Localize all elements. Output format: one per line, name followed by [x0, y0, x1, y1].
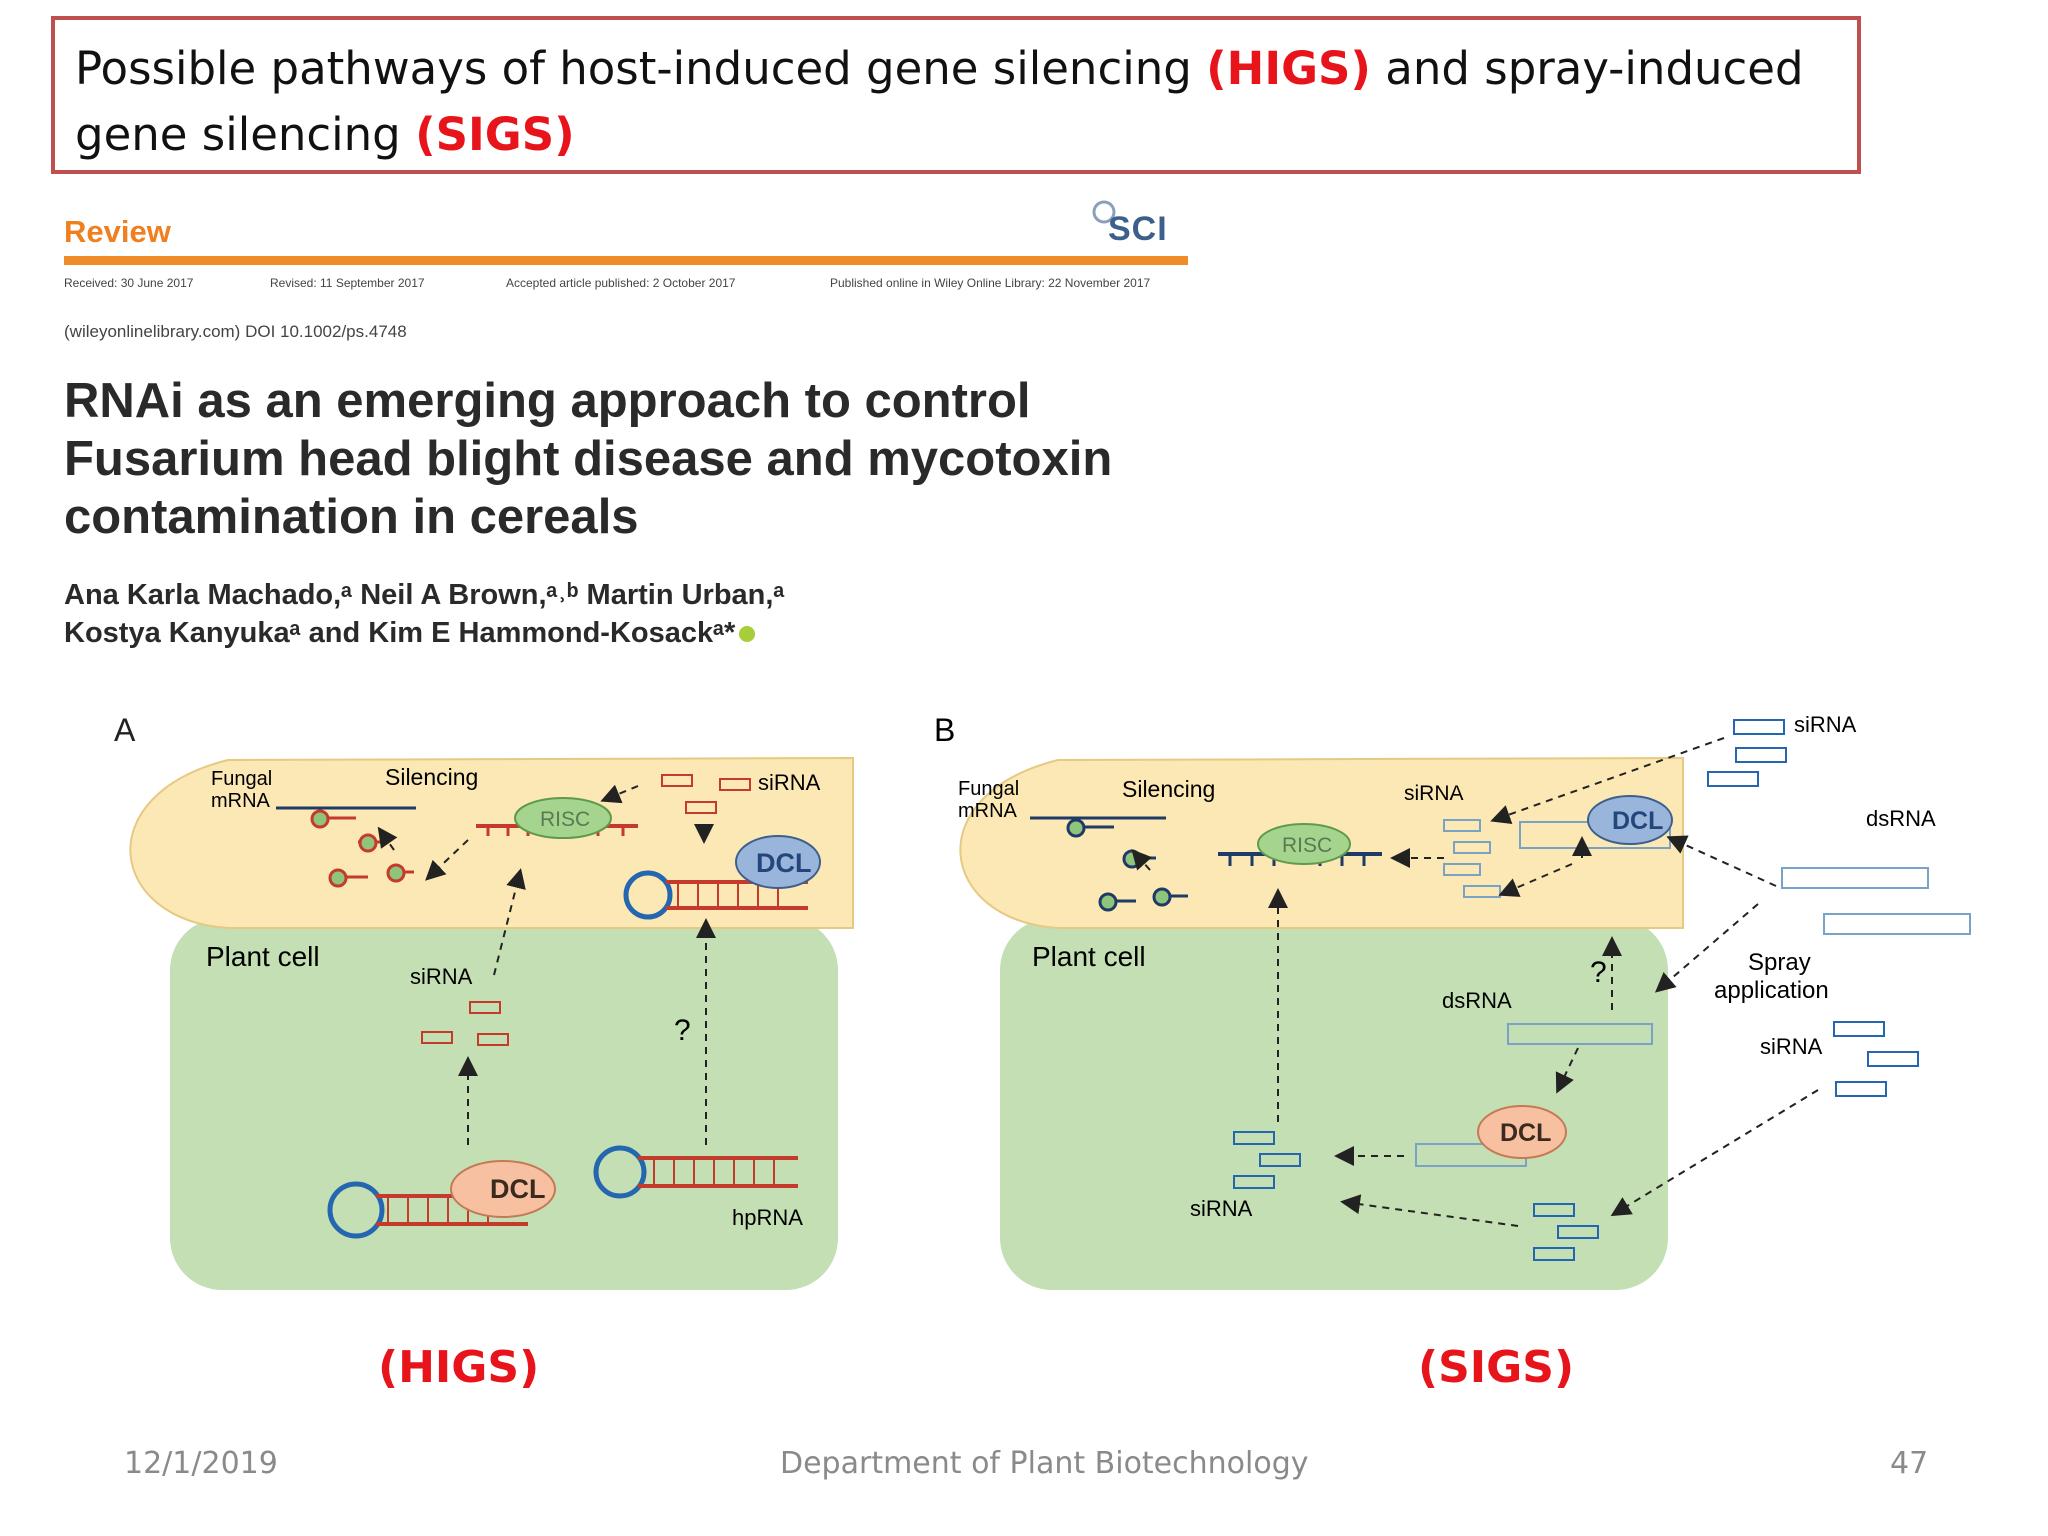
plant-cell-b	[1000, 918, 1668, 1290]
caption-higs: (HIGS)	[378, 1342, 540, 1393]
sirna-label-b-outside: siRNA	[1794, 712, 1857, 737]
paper-doi: (wileyonlinelibrary.com) DOI 10.1002/ps.…	[64, 322, 407, 341]
dsrna-label-b-outside: dsRNA	[1866, 806, 1936, 831]
arrows-a	[377, 784, 716, 1145]
received-date: Received: 30 June 2017	[64, 276, 194, 290]
sirna-label-b-plant: siRNA	[1190, 1196, 1253, 1221]
hprna-hairpin-a	[593, 1145, 798, 1199]
sirna-duplexes-b-spray	[1833, 1021, 1919, 1097]
paper-header-image: Review SCI Received: 30 June 2017 Revise…	[58, 180, 1188, 670]
silencing-label-a: Silencing	[385, 764, 478, 790]
article-title-line: contamination in cereals	[64, 490, 639, 544]
authors-line-2: Kostya Kanyukaᵃ and Kim E Hammond-Kosack…	[64, 617, 736, 649]
revised-date: Revised: 11 September 2017	[270, 276, 425, 290]
footer-page-number: 47	[1890, 1446, 1929, 1481]
paper-header-rule	[64, 256, 1188, 265]
authors-line: Kostya Kanyukaᵃ and Kim E Hammond-Kosack…	[64, 614, 784, 652]
sirna-label-b-spray: siRNA	[1760, 1034, 1823, 1059]
slide-title: Possible pathways of host-induced gene s…	[75, 36, 1837, 168]
fungal-mrna-label-b: mRNA	[958, 800, 1018, 822]
accepted-date: Accepted article published: 2 October 20…	[506, 276, 736, 290]
rnai-pathway-figure: A Fungal mRNA Silencing RISC siRNA	[58, 690, 2048, 1393]
title-part-1: Possible pathways of host-induced gene s…	[75, 42, 1207, 95]
sirna-duplexes-b-outside	[1707, 719, 1787, 787]
article-title-line: Fusarium head blight disease and mycotox…	[64, 432, 1113, 486]
dcl-dsrna-plant-b	[1415, 1105, 1567, 1167]
risc-label-a: RISC	[540, 808, 590, 831]
plant-cell-a	[170, 918, 838, 1290]
authors-line: Ana Karla Machado,ᵃ Neil A Brown,ᵃ˒ᵇ Mar…	[64, 579, 785, 611]
article-authors: Ana Karla Machado,ᵃ Neil A Brown,ᵃ˒ᵇ Mar…	[64, 576, 784, 652]
sirna-duplexes-b-fungal	[1443, 819, 1501, 898]
fungal-mrna-label-a: mRNA	[211, 790, 271, 812]
dcl-label-b-fungal: DCL	[1612, 807, 1663, 835]
dsrna-label-b-plant: dsRNA	[1442, 988, 1512, 1013]
sirna-duplexes-a-plant	[421, 1001, 509, 1046]
pathway-diagram-svg: A Fungal mRNA Silencing RISC siRNA	[114, 712, 1971, 1290]
published-date: Published online in Wiley Online Library…	[830, 276, 1151, 290]
article-title-line: RNAi as an emerging approach to control	[64, 374, 1031, 428]
dcl-dsrna-fungal-b	[1519, 795, 1673, 849]
question-mark-b: ?	[1590, 956, 1607, 989]
plant-cell-label-a: Plant cell	[206, 941, 320, 972]
dcl-label-a-fungal: DCL	[756, 848, 812, 878]
risc-complex-a	[476, 797, 638, 839]
sirna-duplexes-a	[661, 774, 751, 814]
risc-complex-b	[1218, 823, 1382, 866]
question-mark-a: ?	[674, 1014, 691, 1047]
paper-section-label: Review	[64, 214, 171, 249]
panel-a-letter: A	[114, 712, 136, 748]
dcl-hairpin-fungal-a	[623, 835, 821, 920]
sci-logo-icon	[1092, 200, 1116, 224]
caption-sigs: (SIGS)	[1418, 1342, 1575, 1393]
risc-label-b: RISC	[1282, 834, 1332, 857]
dcl-label-b-plant: DCL	[1500, 1119, 1551, 1147]
sirna-label-b-fungal: siRNA	[1404, 782, 1464, 805]
panel-b-letter: B	[934, 712, 955, 748]
plant-cell-label-b: Plant cell	[1032, 941, 1146, 972]
fungal-mrna-label-a: Fungal	[211, 768, 272, 790]
spray-label-b: Spray	[1748, 949, 1811, 976]
title-highlight-higs: (HIGS)	[1206, 42, 1371, 95]
dsrna-duplexes-b-outside	[1781, 867, 1971, 935]
dcl-label-a-plant: DCL	[490, 1174, 546, 1204]
slide-title-box: Possible pathways of host-induced gene s…	[51, 16, 1861, 174]
spray-label-b: application	[1714, 977, 1829, 1004]
sirna-duplexes-b-plant	[1233, 1131, 1599, 1261]
arrows-b	[1131, 737, 1819, 1227]
fungal-hypha-a	[129, 756, 854, 929]
footer-date: 12/1/2019	[124, 1446, 278, 1481]
title-part-2: and spray-induced gene silencing	[75, 42, 1804, 161]
dcl-hairpin-plant-a	[327, 1160, 556, 1239]
sci-logo-text: SCI	[1108, 210, 1168, 248]
hprna-label-a: hpRNA	[732, 1205, 803, 1230]
title-highlight-sigs: (SIGS)	[415, 108, 575, 161]
fungal-mrna-label-b: Fungal	[958, 778, 1019, 800]
sirna-label-a-top: siRNA	[758, 770, 821, 795]
dsrna-duplex-b-plant	[1507, 1023, 1653, 1045]
orcid-icon	[739, 626, 756, 643]
silencing-label-b: Silencing	[1122, 776, 1215, 802]
sirna-label-a-plant: siRNA	[410, 964, 473, 989]
footer-department: Department of Plant Biotechnology	[780, 1446, 1309, 1481]
degraded-mrna-a	[310, 809, 414, 888]
article-title: RNAi as an emerging approach to control …	[64, 372, 1112, 546]
